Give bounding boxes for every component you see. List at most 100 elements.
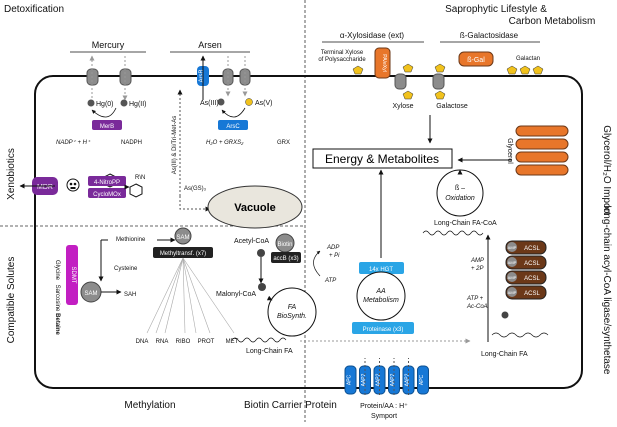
biosynth-label: BioSynth.	[277, 313, 307, 320]
glycerol-channels	[515, 125, 569, 176]
hg0-dot	[87, 99, 95, 107]
xylosidase-title: α-Xylosidase (ext)	[340, 31, 405, 40]
acsl-amp-tag-1: AMP	[508, 260, 517, 265]
aa-metabolism-label: Metabolism	[363, 297, 399, 304]
aa-carrier-5: APC	[417, 365, 429, 395]
bgal-label: ß-Gal	[467, 57, 485, 64]
pi-label: + Pi	[329, 253, 340, 259]
acetyl-coa-label: Acetyl-CoA	[234, 238, 269, 245]
vacuole-label: Vacuole	[234, 202, 276, 214]
terminal-xylose-2: of Polysaccharide	[318, 57, 366, 63]
methyl-target-rna: RNA	[156, 339, 169, 345]
svg-text:APC: APC	[419, 374, 425, 385]
pp-label: + 2P	[471, 266, 484, 272]
glycerol-import-title: Glycerol/H₂O Import	[601, 125, 612, 215]
sam-node-methyl	[174, 227, 192, 245]
acsl-label-2: ACSL	[524, 276, 540, 282]
arsen-channel-2	[239, 56, 251, 97]
sam-methyl-label: SAM	[176, 235, 189, 241]
arsen-grx: GRX	[277, 140, 290, 146]
xylosidase-enzyme	[374, 47, 391, 79]
fa-chain-right	[491, 332, 549, 338]
hg2-label: Hg(II)	[129, 101, 147, 108]
cyclomox-label: CycloMOx	[93, 192, 121, 198]
hgt-box	[359, 262, 404, 274]
methyl-fan	[146, 257, 235, 334]
fa-label: FA	[288, 304, 297, 311]
cell-membrane	[34, 75, 583, 389]
glycine-label: Glycine	[54, 260, 60, 281]
galactose-label: Galactose	[436, 103, 468, 110]
arsc-label: ArsC	[226, 124, 240, 130]
long-chain-fa-right: Long-Chain FA	[481, 351, 528, 358]
acsl-amp-tag-0: AMP	[508, 245, 517, 250]
as5-label: As(V)	[255, 100, 273, 107]
as3-dot	[217, 98, 225, 106]
acsl-amp-tag-3: AMP	[508, 290, 517, 295]
atp-label: ATP	[324, 278, 336, 284]
arsen-title: Arsen	[198, 40, 222, 50]
acsl-label-1: ACSL	[524, 261, 540, 267]
acsl-complex	[505, 240, 547, 300]
mercury-channel-1	[86, 55, 99, 100]
galactosidase-title: ß-Galactosidase	[460, 31, 519, 40]
as3-label: As(III)	[200, 100, 219, 107]
bgal-enzyme	[458, 51, 494, 67]
xylose-label: Xylose	[392, 103, 413, 110]
biotin-title: Biotin Carrier Protein	[244, 400, 337, 411]
nadph-label: NADPH	[121, 140, 142, 146]
terminal-xylose-1: Terminal Xylose	[321, 50, 364, 56]
sugar-pentagons	[352, 63, 544, 100]
detox-title: Detoxification	[4, 4, 64, 15]
acsl-amp-tag-2: AMP	[508, 275, 517, 280]
arsb-label: ArsB	[199, 69, 205, 82]
amp-label: AMP	[470, 258, 484, 264]
symport-label-1: Protein/AA : H⁺	[360, 403, 408, 410]
acsl-atp-label: ATP +	[466, 296, 484, 302]
energy-box	[312, 148, 453, 169]
nitropp-enzyme	[88, 176, 126, 186]
beta-ox-line2: Oxidation	[445, 195, 475, 202]
malonyl-coa-label: Malonyl-CoA	[216, 291, 256, 298]
acsl-label-0: ACSL	[524, 246, 540, 252]
svg-text:APC: APC	[347, 374, 353, 385]
glycerol-label: Glycerol	[506, 138, 513, 164]
methyl-target-dna: DNA	[136, 339, 149, 345]
aa-carrier-1: AAP2	[359, 358, 371, 395]
beta-ox-line1: ß –	[455, 185, 465, 192]
sah-label: SAH	[124, 292, 136, 298]
as5-dot	[245, 98, 253, 106]
arsen-channel-1	[222, 56, 234, 97]
skull-icon	[66, 178, 80, 192]
vacuole	[207, 185, 303, 229]
mercury-title: Mercury	[92, 40, 125, 50]
proteinase-box	[352, 322, 414, 334]
rn-label: R\N	[135, 175, 145, 181]
sdmt-label: SDMT	[70, 267, 76, 284]
methyltransferase	[153, 247, 213, 258]
merb-label: MerB	[100, 124, 114, 130]
cyclomox-enzyme	[88, 188, 126, 198]
aa-carrier-0: APC	[344, 365, 357, 395]
accb-enzyme	[271, 252, 301, 263]
galactan-label: Galactan	[516, 56, 540, 62]
mdr-label: MDR	[37, 184, 53, 191]
sugar-channel-1	[394, 73, 407, 90]
hg0-label: Hg(0)	[96, 101, 114, 108]
methionine-label: Methionine	[116, 237, 146, 243]
long-chain-facoa-label: Long-Chain FA-CoA	[434, 220, 497, 227]
sarcosine-label: Sarcosine	[54, 285, 60, 312]
svg-text:AAP2: AAP2	[361, 373, 367, 386]
svg-text:AAP2: AAP2	[390, 373, 396, 386]
aa-carrier-2: AAP2	[373, 358, 386, 395]
xylosidase-enzyme-label: PA/eXyl	[381, 54, 387, 71]
biotin-label: Biotin	[277, 242, 292, 248]
nadp-label: NADP⁺ + H⁺	[56, 139, 91, 146]
xenobiotics-title: Xenobiotics	[6, 148, 17, 200]
nitropp-label: 4-NitroPP	[94, 180, 120, 186]
accb-label: accB (x3)	[273, 256, 298, 262]
aa-label: AA	[375, 288, 386, 295]
